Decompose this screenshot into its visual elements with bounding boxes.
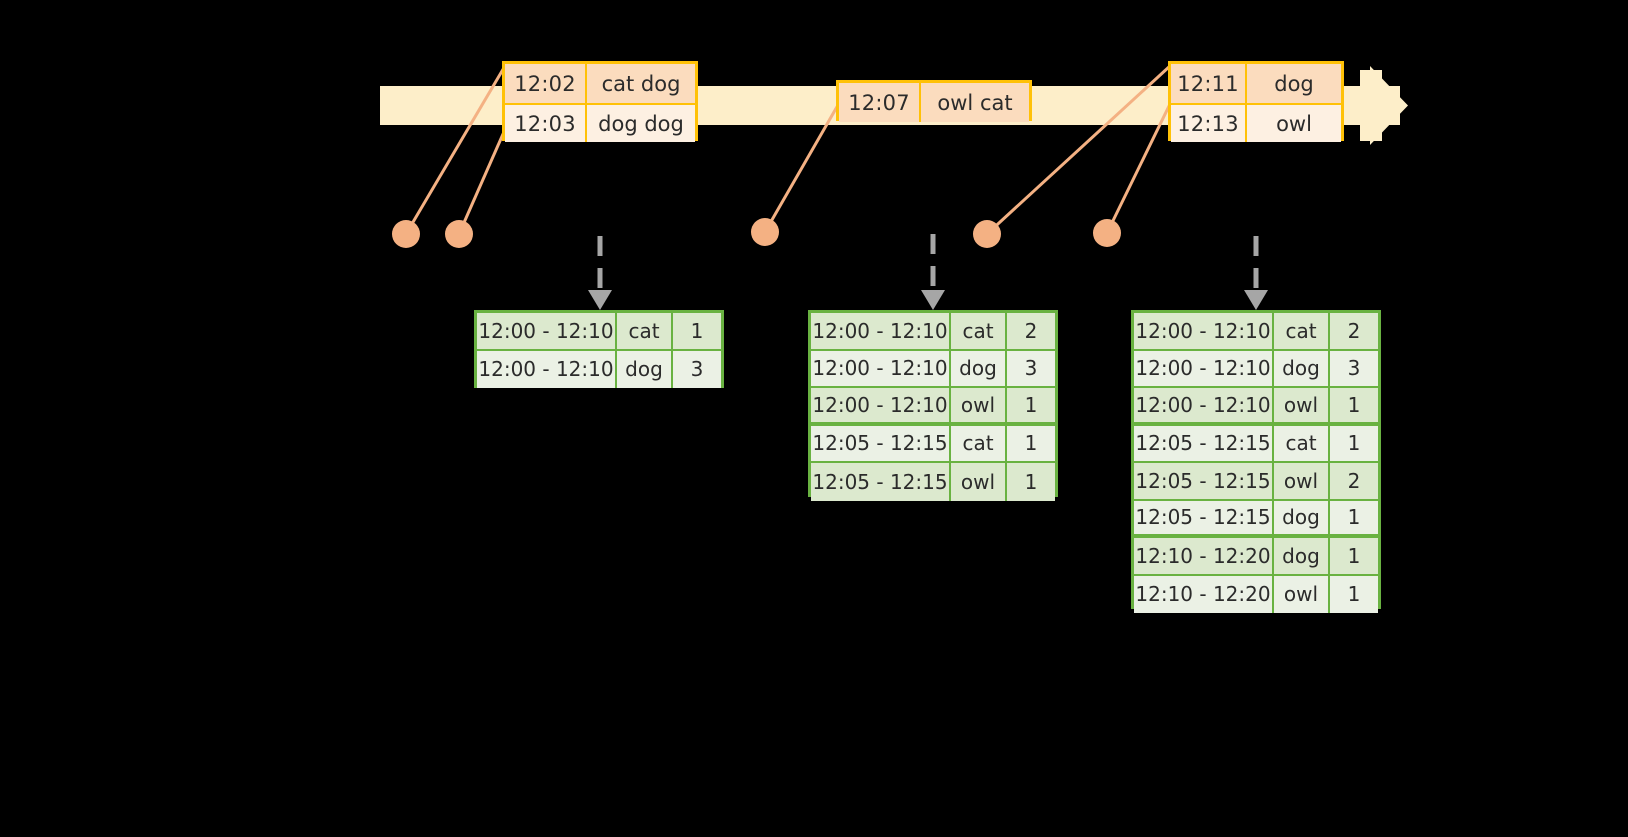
connector-dot-1202 xyxy=(392,220,420,248)
table-cell-count: 2 xyxy=(1330,313,1378,349)
table-cell-window: 12:05 - 12:15 xyxy=(811,425,951,461)
table-cell-window: 12:05 - 12:15 xyxy=(811,463,951,501)
table-cell-word: cat xyxy=(951,313,1007,349)
dashed-arrow-1 xyxy=(588,236,612,310)
table-cell-word: dog xyxy=(951,350,1007,386)
connector-line-1202 xyxy=(404,65,507,235)
event-words: owl xyxy=(1247,105,1341,142)
table-cell-window: 12:00 - 12:10 xyxy=(1134,313,1274,349)
connector-dot-1213 xyxy=(1093,219,1121,247)
table-cell-window: 12:00 - 12:10 xyxy=(477,313,617,349)
table-cell-window: 12:05 - 12:15 xyxy=(1134,500,1274,534)
table-cell-count: 3 xyxy=(673,350,721,388)
event-row[interactable]: 12:11 dog xyxy=(1171,64,1341,103)
table-cell-word: cat xyxy=(617,313,673,349)
dashed-arrow-3 xyxy=(1244,236,1268,310)
timeline-arrow-head xyxy=(1370,66,1408,145)
table-cell-window: 12:05 - 12:15 xyxy=(1134,425,1274,461)
table-cell-window: 12:10 - 12:20 xyxy=(1134,575,1274,613)
table-cell-word: cat xyxy=(1274,313,1330,349)
table-cell-word: owl xyxy=(1274,575,1330,613)
event-group-3[interactable]: 12:11 dog 12:13 owl xyxy=(1168,61,1344,142)
connector-line-1207 xyxy=(763,104,840,233)
event-time: 12:11 xyxy=(1171,64,1247,103)
timeline-arrow-head-fill xyxy=(1360,70,1382,86)
event-row[interactable]: 12:02 cat dog xyxy=(505,64,695,103)
event-row[interactable]: 12:03 dog dog xyxy=(505,103,695,142)
table-cell-word: dog xyxy=(1274,538,1330,574)
table-cell-word: dog xyxy=(1274,350,1330,386)
connector-dot-1203 xyxy=(445,220,473,248)
event-time: 12:13 xyxy=(1171,105,1247,142)
table-cell-count: 1 xyxy=(1330,538,1378,574)
table-cell-word: owl xyxy=(1274,463,1330,499)
event-time: 12:02 xyxy=(505,64,587,103)
table-cell-window: 12:00 - 12:10 xyxy=(811,350,951,386)
table-cell-window: 12:10 - 12:20 xyxy=(1134,538,1274,574)
table-cell-count: 1 xyxy=(1330,500,1378,534)
table-cell-word: dog xyxy=(617,350,673,388)
event-words: dog dog xyxy=(587,105,695,142)
table-cell-window: 12:00 - 12:10 xyxy=(811,388,951,422)
table-cell-count: 1 xyxy=(1330,425,1378,461)
timeline-arrow-head-fill-lower xyxy=(1360,125,1382,141)
event-group-2[interactable]: 12:07 owl cat xyxy=(836,80,1032,122)
connector-dot-1207 xyxy=(751,218,779,246)
table-cell-count: 1 xyxy=(1330,575,1378,613)
event-time: 12:07 xyxy=(839,83,921,122)
event-row[interactable]: 12:07 owl cat xyxy=(839,83,1029,122)
table-cell-count: 2 xyxy=(1330,463,1378,499)
event-words: cat dog xyxy=(587,64,695,103)
table-cell-count: 1 xyxy=(673,313,721,349)
table-cell-word: cat xyxy=(1274,425,1330,461)
dashed-arrow-2 xyxy=(921,234,945,310)
table-cell-word: cat xyxy=(951,425,1007,461)
event-words: owl cat xyxy=(921,83,1029,122)
table-cell-count: 1 xyxy=(1330,388,1378,422)
table-cell-window: 12:00 - 12:10 xyxy=(477,350,617,388)
connector-dot-1211 xyxy=(973,220,1001,248)
event-row[interactable]: 12:13 owl xyxy=(1171,103,1341,142)
table-cell-word: owl xyxy=(951,463,1007,501)
table-cell-count: 1 xyxy=(1007,463,1055,501)
table-cell-word: dog xyxy=(1274,500,1330,534)
table-cell-window: 12:00 - 12:10 xyxy=(1134,388,1274,422)
event-group-1[interactable]: 12:02 cat dog 12:03 dog dog xyxy=(502,61,698,142)
table-cell-count: 1 xyxy=(1007,388,1055,422)
table-cell-window: 12:00 - 12:10 xyxy=(1134,350,1274,386)
event-time: 12:03 xyxy=(505,105,587,142)
table-cell-window: 12:05 - 12:15 xyxy=(1134,463,1274,499)
table-cell-word: owl xyxy=(1274,388,1330,422)
table-cell-count: 1 xyxy=(1007,425,1055,461)
table-cell-window: 12:00 - 12:10 xyxy=(811,313,951,349)
event-words: dog xyxy=(1247,64,1341,103)
table-cell-word: owl xyxy=(951,388,1007,422)
table-cell-count: 3 xyxy=(1330,350,1378,386)
table-cell-count: 2 xyxy=(1007,313,1055,349)
connector-line-1213 xyxy=(1105,103,1172,234)
table-cell-count: 3 xyxy=(1007,350,1055,386)
